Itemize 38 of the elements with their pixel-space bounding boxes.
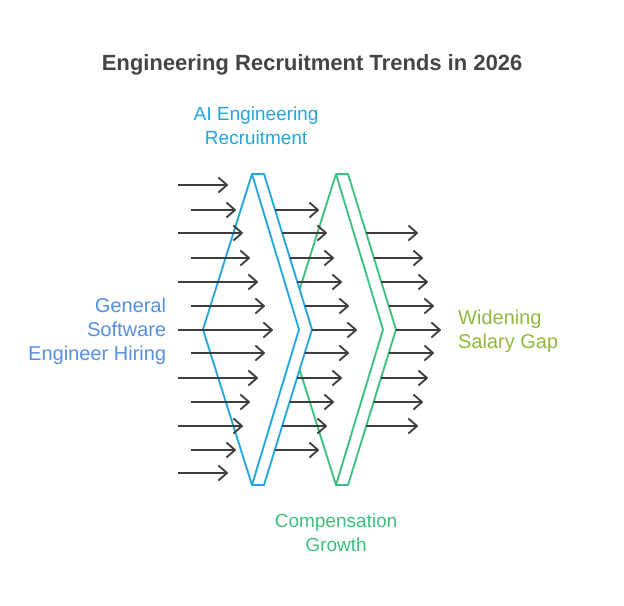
diagram-title: Engineering Recruitment Trends in 2026 [100,49,524,77]
arrow [366,225,418,241]
arrow [381,274,428,290]
arrow [191,202,236,218]
arrow [304,298,349,314]
arrow [178,322,273,338]
arrow [274,442,319,458]
arrow [191,394,250,410]
arrow [290,394,334,410]
arrow [282,418,327,434]
arrow [178,418,243,434]
arrow [388,345,434,361]
arrow [191,250,250,266]
arrow [297,370,342,386]
stage-label: Compensation Growth [274,510,398,558]
arrow [374,250,423,266]
arrow [381,370,428,386]
arrow [297,274,342,290]
arrow [290,250,334,266]
arrow [178,177,228,193]
arrow [312,322,357,338]
arrow [178,274,258,290]
stage-label: AI Engineering Recruitment [192,103,320,151]
flow-label: General Software Engineer Hiring [20,294,166,366]
arrow [275,202,319,218]
arrow [396,322,441,338]
arrow [191,442,236,458]
arrow [388,298,434,314]
arrow [178,370,258,386]
arrow [191,345,265,361]
arrow [191,298,265,314]
arrow [304,345,349,361]
arrow [178,225,243,241]
arrow [178,465,228,481]
arrow [282,225,327,241]
arrow [374,394,423,410]
flow-label: Widening Salary Gap [458,306,578,354]
arrow [366,418,418,434]
